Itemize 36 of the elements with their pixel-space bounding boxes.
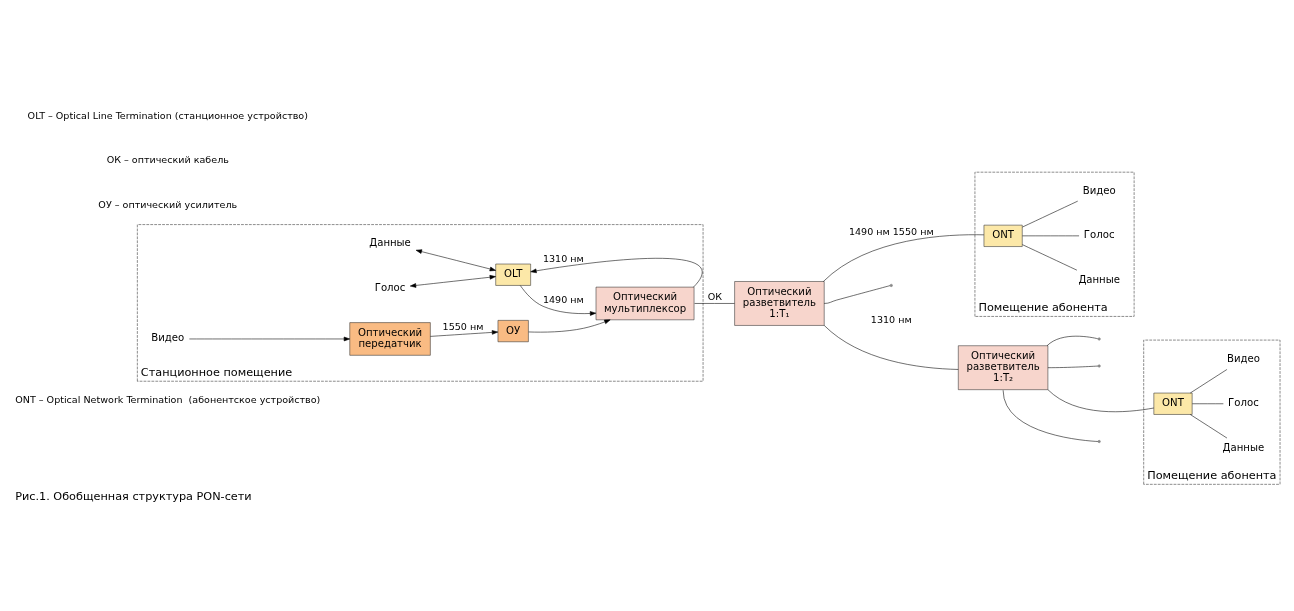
label: ОУ – оптический усилитель [98, 198, 238, 210]
arrow [189, 336, 350, 341]
node-text: Видео [1226, 352, 1260, 364]
caption: Рис.1. Обобщенная структура PON-сети [15, 489, 252, 503]
node-box: ONT [983, 224, 1023, 247]
label: ONT – Optical Network Termination (абонентское устройство) [15, 393, 321, 405]
node-box: ОУ [497, 319, 529, 342]
node-text: Голос [1083, 228, 1115, 240]
node-text: Голос [374, 281, 406, 293]
label: 1310 нм [870, 313, 912, 325]
arrow [415, 248, 496, 271]
node-text: Данные [1222, 441, 1265, 453]
arrow [520, 284, 597, 316]
edge-label: 1490 нм 1550 нм [848, 225, 934, 236]
node-box: Оптический разветвитель 1:T₂ [958, 344, 1049, 390]
node-text: Голос [1228, 396, 1259, 408]
node-box: ONT [1153, 392, 1193, 415]
connector [694, 302, 735, 304]
edge-label: 1310 нм [542, 252, 584, 264]
arrow [528, 319, 611, 332]
node-box: Оптический мультиплексор [595, 286, 695, 320]
node-box: Оптический разветвитель 1:T₁ [734, 280, 825, 326]
arrow [409, 274, 496, 288]
arrow [530, 257, 702, 287]
node-text: Видео [151, 331, 185, 343]
label: ОК – оптический кабель [106, 153, 229, 165]
node-box: OLT [495, 263, 531, 286]
node-box: Оптический передатчик [349, 321, 431, 356]
label: OLT – Optical Line Termination (станционное устройство) [27, 109, 308, 121]
arrow [430, 329, 499, 337]
node-text: Данные [369, 236, 411, 248]
node-text: Видео [1082, 184, 1116, 196]
node-text: Данные [1078, 273, 1120, 285]
edge-label: ОК [707, 290, 723, 302]
edge-label: 1550 нм [442, 320, 484, 332]
edge-label: 1490 нм [542, 293, 584, 305]
